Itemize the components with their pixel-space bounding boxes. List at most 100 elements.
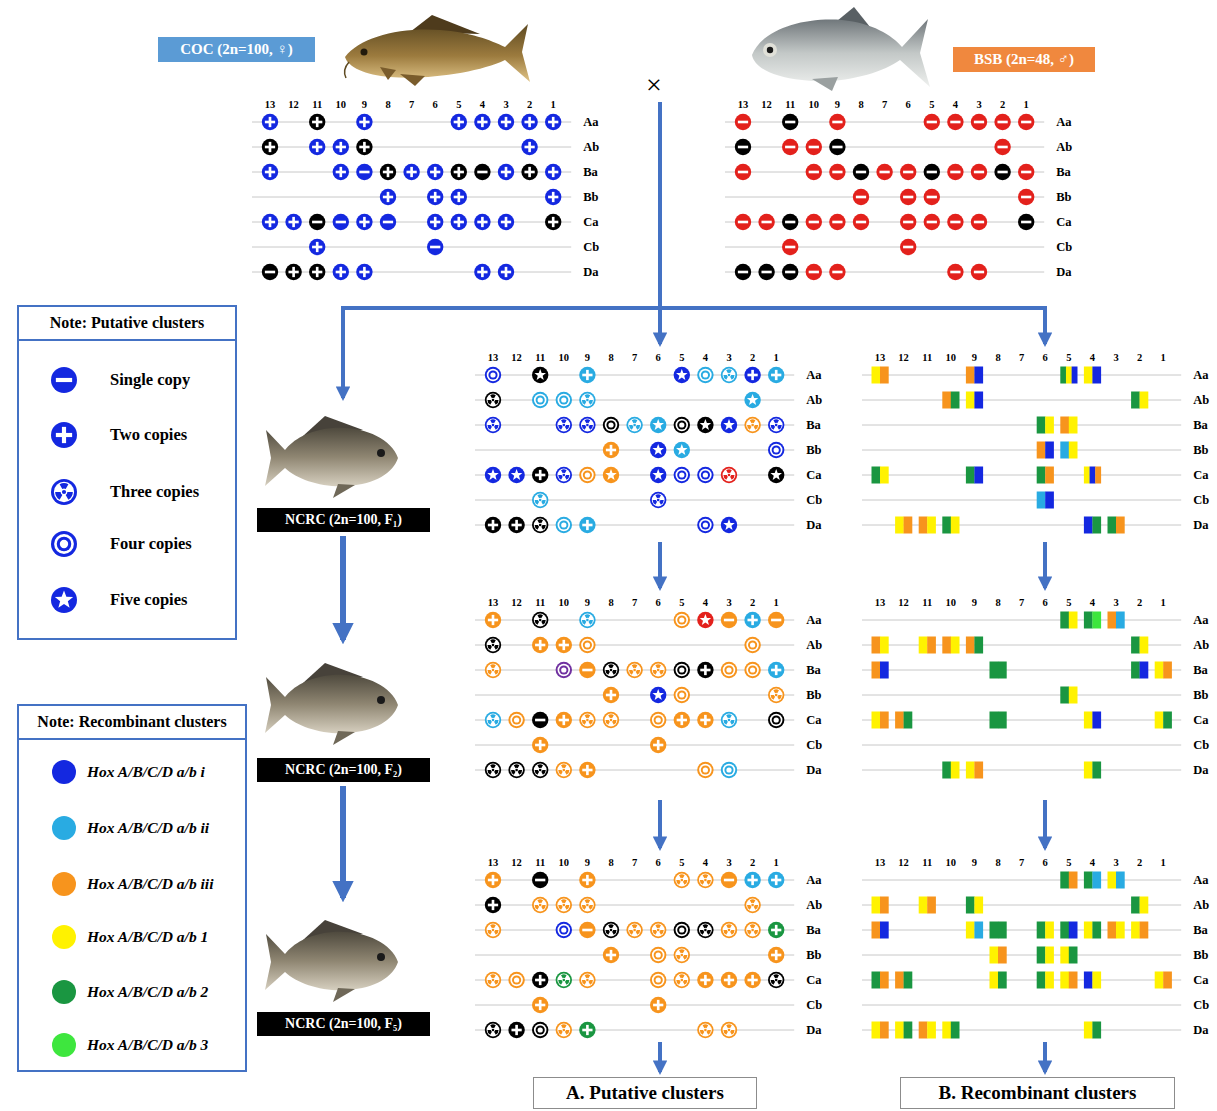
symbol-part [492,615,495,625]
recombinant-cluster [1037,972,1054,989]
copy-number-symbol [806,264,822,280]
symbol-part [427,214,443,230]
symbol-part [505,117,508,127]
symbol-part [508,1022,524,1038]
cluster-name: Aa [583,114,598,130]
copy-number-symbol [947,264,963,280]
symbol-part [562,474,565,477]
copy-number-symbol [744,367,760,383]
copy-number-symbol [697,922,713,938]
symbol-part [1018,114,1034,130]
copy-number-symbol [485,872,501,888]
symbol-part [427,164,443,180]
carp-fish [361,49,368,56]
symbol-part [521,164,537,180]
copy-number-symbol [971,114,987,130]
symbol-part [536,1025,545,1034]
symbol-part [629,425,634,430]
symbol-part [1045,492,1054,509]
symbol-part [485,712,501,728]
cluster-name: Aa [806,367,821,383]
box-text: NCRC (2n=100, F₅) [285,1016,402,1032]
symbol-part [485,392,501,408]
symbol-part [521,139,537,155]
gene-number: 8 [596,596,626,609]
symbol-part [603,687,619,703]
cluster-name: Da [806,517,821,533]
copy-number-symbol [735,214,751,230]
symbol-part [997,121,1007,124]
carp-fish [345,24,530,82]
symbol-part [457,167,460,177]
cluster-name: Ab [1193,392,1209,408]
symbol-part [950,121,960,124]
gene-number: 11 [525,351,555,364]
symbol-part [697,612,713,628]
symbol-part [490,394,496,398]
symbol-part [1092,922,1101,939]
gene-number: 6 [1030,856,1060,869]
copy-number-symbol [735,264,751,280]
gene-number: 12 [889,596,919,609]
recombinant-cluster [919,517,936,534]
copy-number-symbol [474,114,490,130]
symbol-part [579,637,595,653]
copy-number-symbol [451,214,467,230]
symbol-part [487,425,492,430]
symbol-part [54,482,74,502]
symbol-part [1066,367,1072,384]
symbol-part [904,712,913,729]
symbol-part [1021,171,1031,174]
symbol-part [532,872,548,888]
symbol-part [942,637,951,654]
symbol-part [1084,712,1093,729]
cluster-name: Cb [806,737,822,753]
copy-number-symbol [697,417,713,433]
symbol-part [510,764,523,777]
symbol-part [895,972,904,989]
symbol-part [806,164,822,180]
gene-number: 5 [444,98,474,111]
cluster-name: Ba [1056,164,1071,180]
symbol-part [785,221,795,224]
symbol-part [383,221,393,224]
symbol-part [990,712,999,729]
symbol-part [528,142,531,152]
symbol-part [579,872,595,888]
symbol-part [777,980,782,985]
symbol-part [744,897,760,913]
symbol-part [494,980,499,985]
copy-number-symbol [485,612,501,628]
panel-title: B. Recombinant clusters [900,1077,1175,1109]
recombinant-cluster [872,972,889,989]
symbol-part [990,662,999,679]
symbol-part [723,469,736,482]
symbol-part [750,419,756,423]
symbol-part [586,765,589,775]
copy-number-symbol [721,972,737,988]
symbol-part [650,442,666,458]
symbol-part [761,271,771,274]
gene-number: 1 [1011,98,1041,111]
copy-number-symbol [603,922,619,938]
symbol-part [832,146,842,149]
symbol-part [880,367,889,384]
symbol-part [1116,612,1125,629]
symbol-part [683,980,688,985]
symbol-part [490,639,496,643]
symbol-part [747,930,752,935]
symbol-part [770,469,782,480]
symbol-part [1037,922,1046,939]
symbol-part [582,720,587,725]
symbol-part [782,139,798,155]
symbol-part [927,1022,936,1039]
flow-arrow [658,306,662,344]
symbol-part [880,637,889,654]
recombinant-cluster [1084,872,1101,889]
symbol-part [697,972,713,988]
symbol-part [492,520,495,530]
copy-number-symbol [508,467,524,483]
symbol-part [872,467,881,484]
copy-number-symbol [556,417,572,433]
legend-text: Three copies [110,482,199,502]
